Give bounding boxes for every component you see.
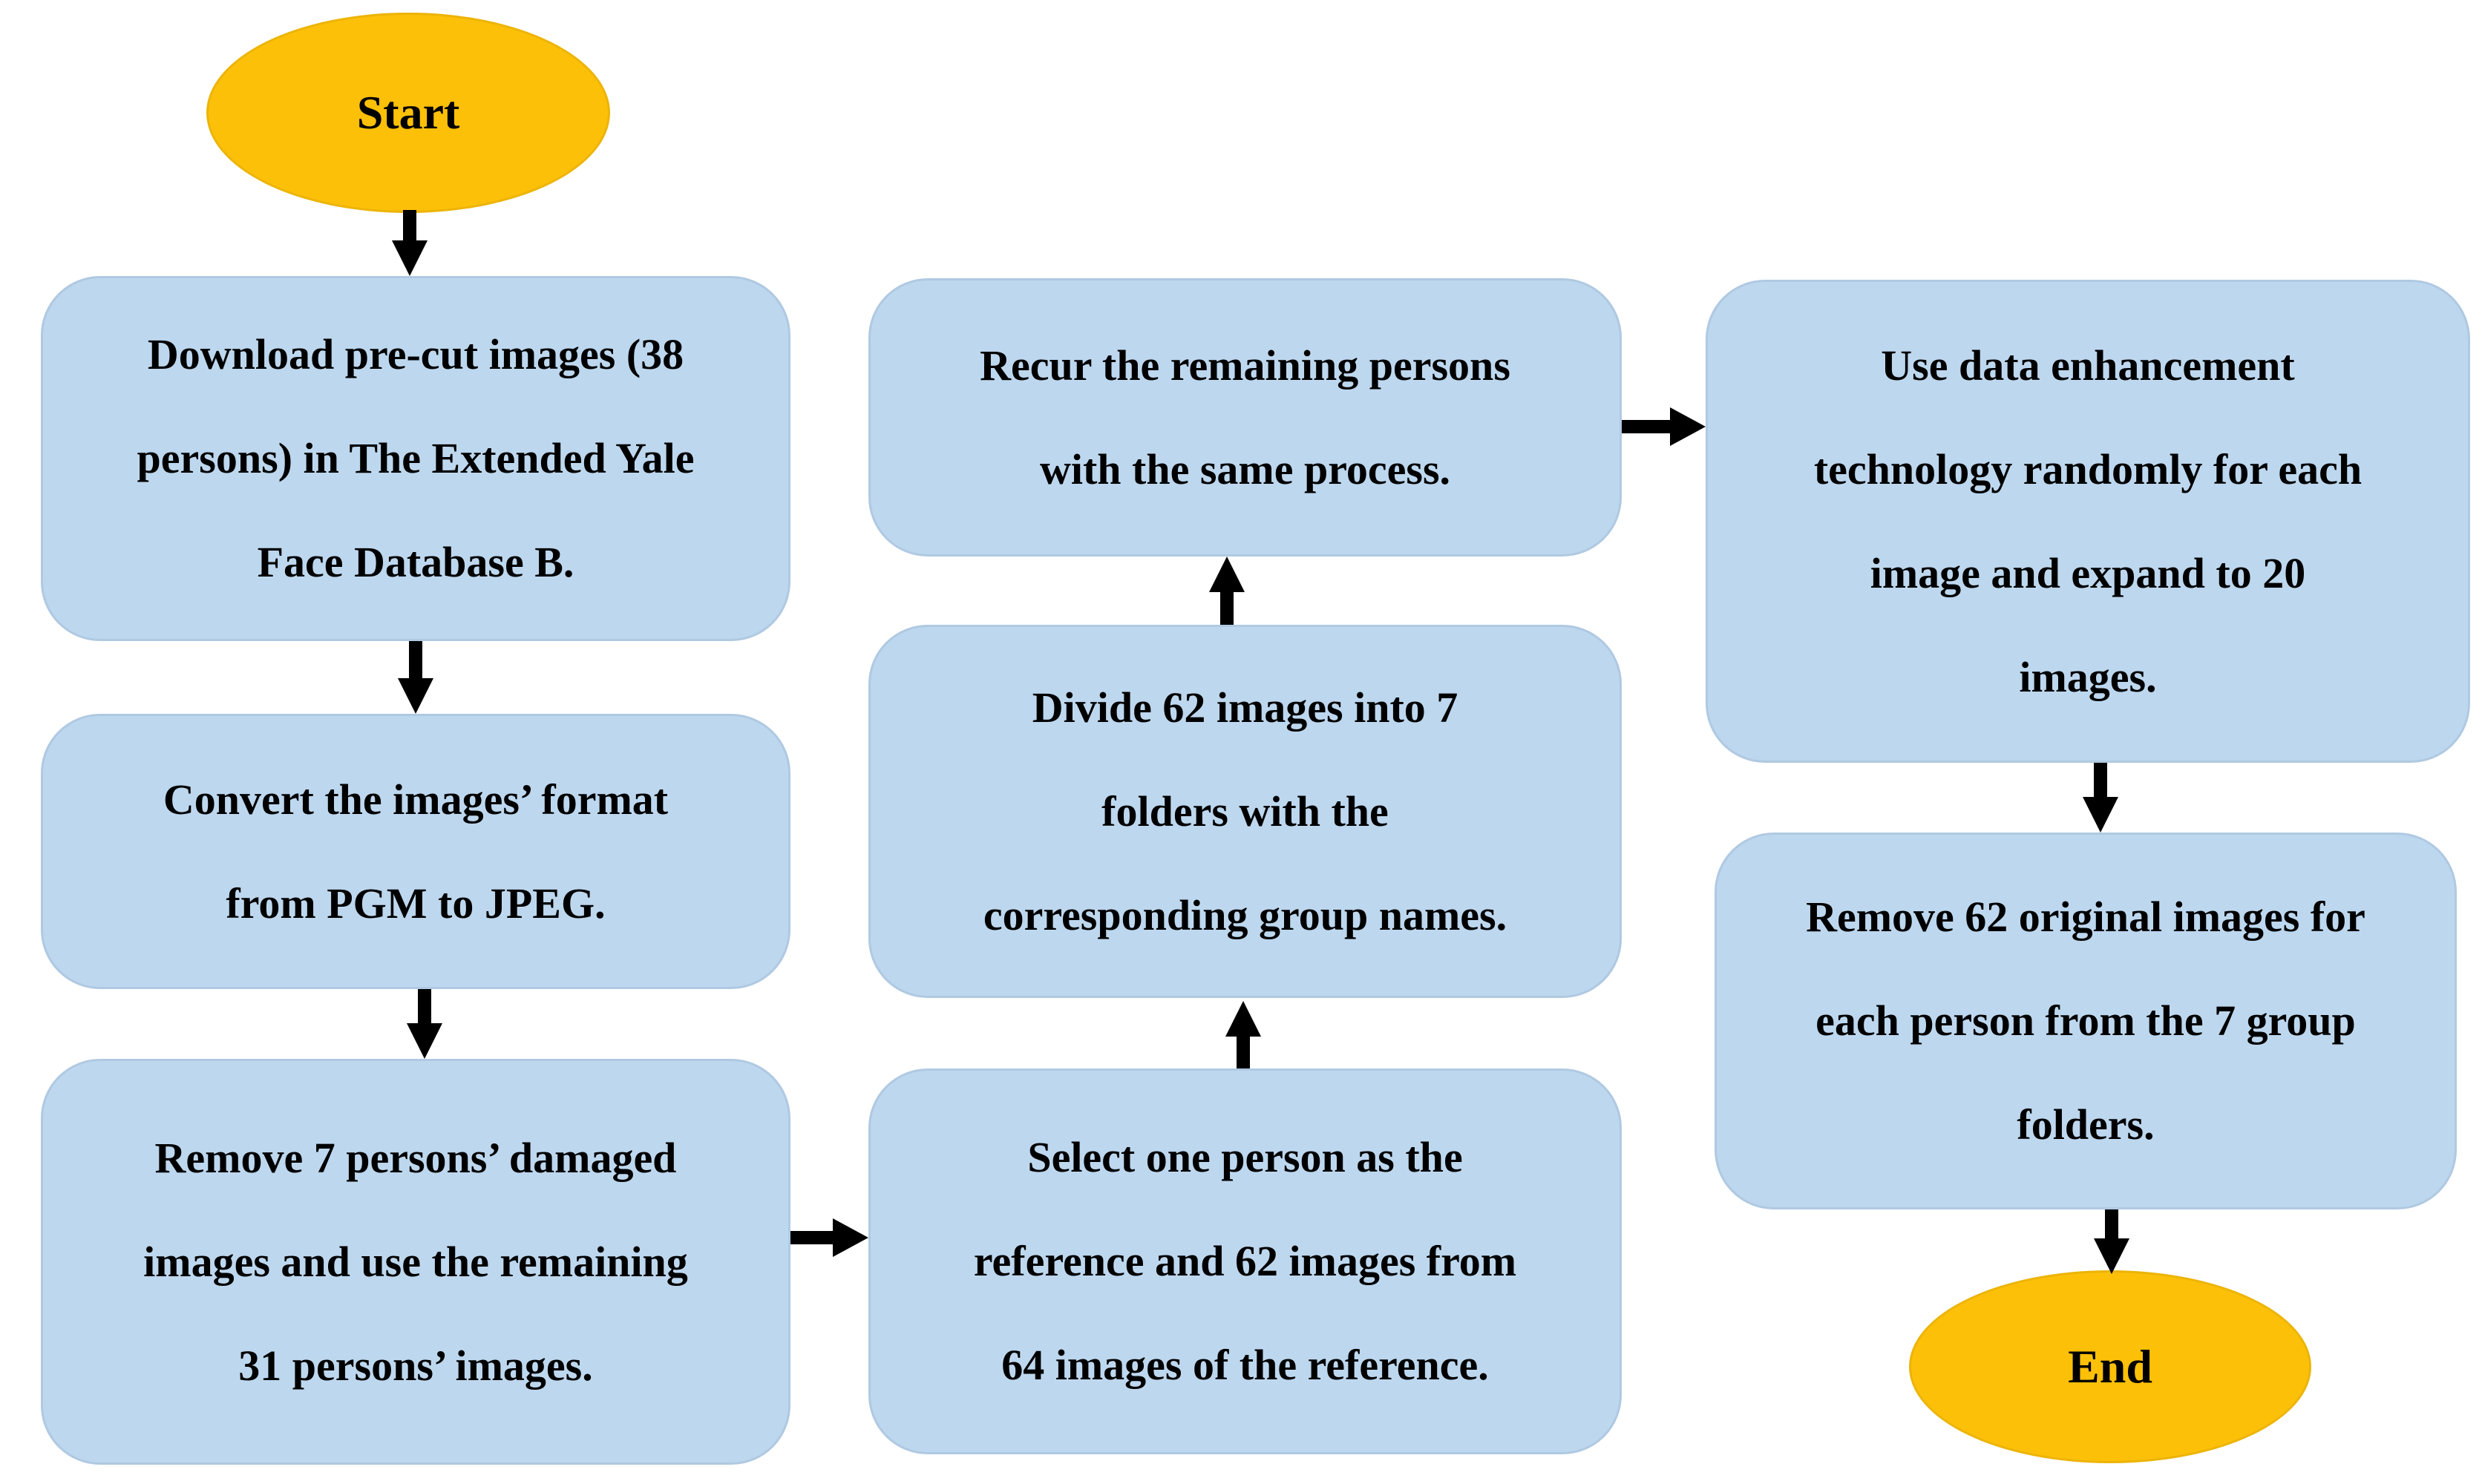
arrow-shaft [2094,763,2107,800]
arrow-shaft [1622,420,1673,433]
node-start: Start [206,13,610,213]
node-recur-line: with the same process. [1039,444,1451,493]
node-data-enhancement: Use data enhancement technology randomly… [1706,280,2470,763]
node-remove-original-line: each person from the 7 group [1815,997,2356,1045]
node-enhance-line: Use data enhancement [1881,341,2295,390]
node-remove-damaged-line: 31 persons’ images. [238,1341,593,1390]
arrow-shaft [409,641,422,681]
arrow-shaft [2105,1209,2118,1241]
arrow-down-icon [407,1023,442,1059]
arrow-down-icon [2094,1238,2129,1274]
node-select-line: Select one person as the [1027,1133,1463,1181]
node-download-line: persons) in The Extended Yale [137,434,695,482]
node-recur-remaining-persons: Recur the remaining persons with the sam… [868,278,1622,556]
arrow-shaft [403,210,416,243]
node-convert-line: from PGM to JPEG. [226,879,606,928]
node-enhance-line: technology randomly for each [1813,444,2363,493]
node-download-line: Download pre-cut images (38 [147,330,684,378]
node-download-images: Download pre-cut images (38 persons) in … [41,276,790,641]
arrow-down-icon [2083,797,2118,833]
node-select-line: 64 images of the reference. [1001,1341,1489,1389]
node-remove-damaged-images: Remove 7 persons’ damaged images and use… [41,1059,790,1465]
arrow-shaft [418,989,431,1026]
node-select-line: reference and 62 images from [973,1237,1517,1285]
arrow-shaft [1237,1034,1250,1068]
node-end: End [1909,1270,2311,1463]
node-enhance-line: image and expand to 20 [1870,548,2306,597]
node-select-reference: Select one person as the reference and 6… [868,1068,1622,1454]
node-remove-original-line: folders. [2017,1100,2155,1149]
node-remove-original-images: Remove 62 original images for each perso… [1715,833,2457,1209]
node-convert-format: Convert the images’ format from PGM to J… [41,714,790,989]
arrow-down-icon [398,678,433,714]
arrow-down-icon [392,240,428,276]
node-recur-line: Recur the remaining persons [980,341,1510,390]
node-enhance-line: images. [2019,652,2157,701]
node-download-line: Face Database B. [257,538,574,586]
node-divide-images: Divide 62 images into 7 folders with the… [868,625,1622,998]
arrow-shaft [1220,589,1234,625]
node-divide-line: Divide 62 images into 7 [1032,683,1458,732]
node-remove-damaged-line: Remove 7 persons’ damaged [154,1133,677,1182]
node-end-label: End [2068,1340,2152,1393]
node-start-label: Start [356,86,460,139]
arrow-up-icon [1225,1001,1261,1037]
node-divide-line: folders with the [1101,787,1389,835]
node-remove-original-line: Remove 62 original images for [1806,893,2365,941]
arrow-right-icon [833,1218,868,1257]
arrow-shaft [790,1231,836,1244]
arrow-up-icon [1209,556,1245,592]
arrow-right-icon [1670,407,1706,446]
node-remove-damaged-line: images and use the remaining [143,1237,688,1286]
node-convert-line: Convert the images’ format [163,775,669,824]
node-divide-line: corresponding group names. [983,890,1507,939]
